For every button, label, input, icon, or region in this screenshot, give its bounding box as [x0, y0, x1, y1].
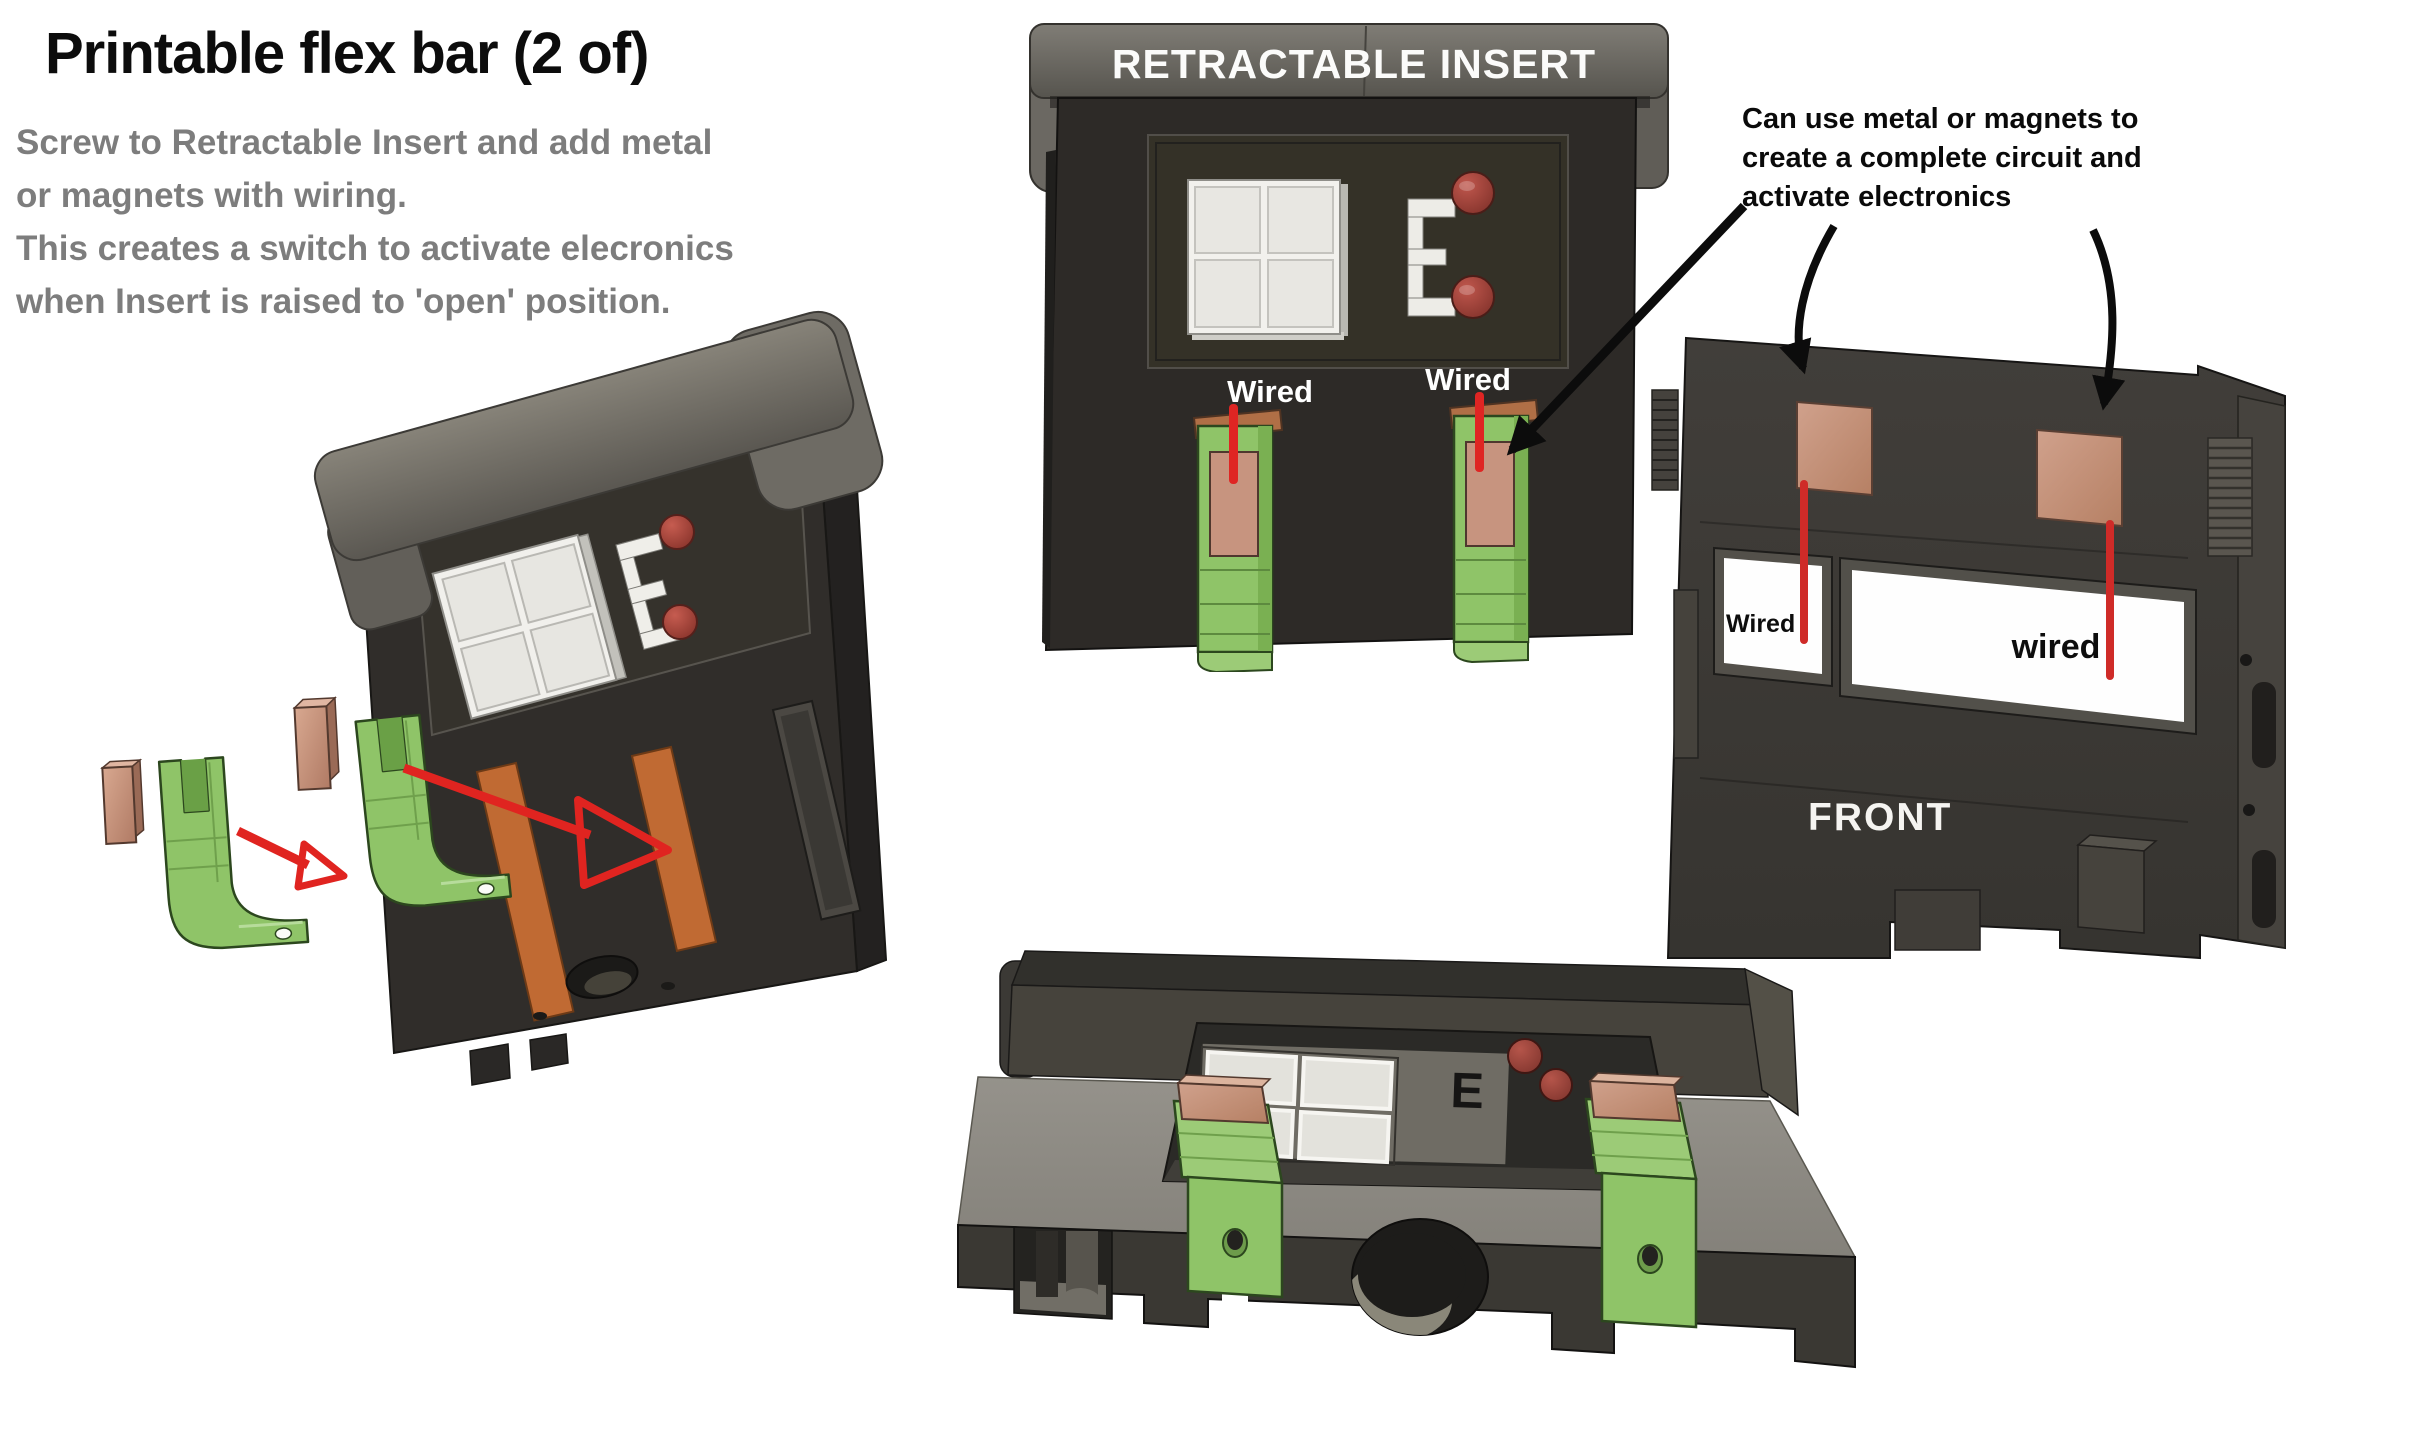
red-knob-top	[659, 514, 695, 550]
retractable-insert-render: RETRACTABLE INSERT	[1029, 23, 1669, 672]
page-title: Printable flex bar (2 of)	[45, 21, 649, 86]
frame-wire-left	[1800, 480, 1808, 644]
metal-pad-left	[1796, 400, 1873, 497]
e-emblem	[615, 532, 688, 650]
left-thread-ridges	[1651, 389, 1679, 491]
copper-pad-far-left	[100, 758, 145, 845]
screw-hole-right	[661, 982, 675, 990]
right-thread-ridges	[2207, 437, 2253, 557]
insert-e-emblem	[1407, 198, 1456, 317]
screw-hole-left	[533, 1012, 547, 1020]
annotation-line-1: Can use metal or magnets to	[1742, 103, 2139, 135]
copper-pad-mid	[292, 696, 340, 791]
red-arrow-small	[236, 826, 348, 891]
window-frame	[431, 533, 627, 720]
insert-red-knob-bottom	[1451, 275, 1495, 319]
insert-window-frame	[1187, 179, 1348, 340]
red-knob-bottom	[662, 604, 698, 640]
red-arrow-large	[402, 763, 672, 889]
left-rail-block	[1673, 589, 1699, 759]
annotation-line-3: activate electronics	[1742, 181, 2012, 213]
wired-label-left: Wired	[1227, 374, 1313, 409]
face-crease-lower	[1699, 777, 2189, 823]
subtitle-line-3: This creates a switch to activate elecro…	[16, 229, 734, 268]
subtitle-line-4: when Insert is raised to 'open' position…	[16, 282, 671, 321]
frame-wired-large-label: wired	[2011, 628, 2101, 666]
subtitle-line-1: Screw to Retractable Insert and add meta…	[16, 123, 713, 162]
left-opening	[1013, 1226, 1113, 1320]
rail-screw-bottom	[2243, 804, 2255, 816]
subtitle-line-2: or magnets with wiring.	[16, 176, 407, 215]
annotation-note: Can use metal or magnets to create a com…	[1742, 100, 2142, 217]
insert-red-knob-top	[1451, 171, 1495, 215]
recess-knob-left	[1507, 1038, 1543, 1074]
housing-cap	[313, 310, 884, 631]
metal-pad-right	[2036, 428, 2123, 528]
frame-wire-right	[2106, 520, 2114, 680]
rail-slot-bottom	[2252, 850, 2276, 928]
wire-left	[1229, 404, 1238, 484]
exploded-flex-bar-render	[100, 310, 888, 1086]
bottom-block-left	[1894, 889, 1981, 951]
front-label: FRONT	[1808, 796, 1952, 839]
mounted-clip-right	[1448, 398, 1540, 664]
wire-right	[1475, 392, 1484, 472]
strap-left-copper-pad	[1176, 1081, 1270, 1125]
center-hole	[1351, 1218, 1489, 1336]
bottom-block-right	[2076, 834, 2158, 934]
frame-wired-small-label: Wired	[1726, 610, 1795, 638]
gray-slot	[771, 699, 862, 921]
insert-frame-front-render: Wired wired FRONT	[1651, 336, 2286, 960]
insert-bottom-render: E	[957, 950, 1857, 1369]
recess-e-emblem: E	[1450, 1062, 1485, 1119]
bottom-hole	[565, 955, 639, 999]
strap-right-copper-pad	[1588, 1079, 1682, 1123]
strap-left-slot	[1222, 1293, 1248, 1317]
strap-left	[1172, 1074, 1284, 1317]
recess-knob-right	[1539, 1068, 1573, 1102]
strap-right	[1584, 1072, 1698, 1349]
retractable-insert-label: RETRACTABLE INSERT	[1112, 41, 1596, 87]
strap-right-slot	[1638, 1327, 1662, 1349]
rail-slot-top	[2252, 682, 2276, 768]
rail-screw-top	[2240, 654, 2252, 666]
wired-label-right: Wired	[1425, 362, 1511, 397]
page-subtitle: Screw to Retractable Insert and add meta…	[16, 116, 734, 328]
annotation-line-2: create a complete circuit and	[1742, 142, 2142, 174]
